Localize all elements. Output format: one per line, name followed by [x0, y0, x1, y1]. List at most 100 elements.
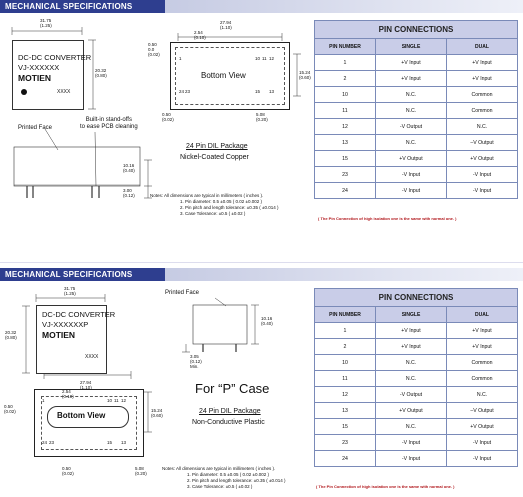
note-2: 2. Pin pitch and length tolerance: ±0.35… [180, 205, 279, 210]
dim-pin-len: 3.05 [190, 354, 199, 359]
dim-height-in: (0.80) [95, 73, 107, 78]
table-cell: Common [446, 370, 518, 387]
table-cell: N.C. [446, 386, 518, 403]
col-header: SINGLE [375, 306, 447, 323]
table-cell: -V Input [446, 450, 518, 467]
dim-pin-len-in: (0.12) [123, 193, 135, 198]
table-cell: -V Input [375, 182, 447, 199]
dim-pin-pitch-in: (0.60) [151, 413, 163, 418]
dim-pin-pitch-in: (0.60) [299, 75, 311, 80]
dim-height: 20.32 [95, 68, 107, 73]
dim-left-edge2: 0.0 [148, 47, 155, 52]
table-row: 1+V Input+V Input [314, 322, 518, 339]
table-cell: +V Output [446, 418, 518, 435]
divider [0, 262, 523, 263]
table-cell: +V Input [375, 54, 447, 71]
case-label: For “P” Case [195, 381, 270, 396]
package-title: 24 Pin DIL Package [199, 408, 261, 415]
note-2: 2. Pin pitch and length tolerance: ±0.35… [187, 478, 286, 483]
dim-right-edge-in: (0.20) [135, 471, 147, 476]
col-header: DUAL [446, 306, 518, 323]
dim-height-in: (0.80) [5, 335, 17, 340]
table-cell: +V Output [375, 150, 447, 167]
dim-pin-row: 27.94 [220, 20, 232, 25]
table-cell: +V Input [375, 338, 447, 355]
note-0: Notes: All dimensions are typical in mil… [150, 193, 264, 198]
table-cell: N.C. [375, 418, 447, 435]
pin-label-12: 12 [269, 56, 275, 61]
pin-label-23: 23 [185, 89, 191, 94]
dim-width: 31.75 [40, 18, 52, 23]
table-cell: -V Input [375, 434, 447, 451]
bottom-view-outline: Bottom View 1 10 11 12 24 23 15 13 [34, 389, 144, 457]
table-cell: 24 [314, 450, 376, 467]
table-cell: -V Output [375, 386, 447, 403]
module-line2: VJ-XXXXXXP [42, 320, 89, 329]
col-header: SINGLE [375, 38, 447, 55]
table-cell: 15 [314, 150, 376, 167]
note-1: 1. Pin diameter: 0.5 ±0.05 ( 0.02 ±0.002… [187, 472, 269, 477]
pin-label-24: 24 [42, 440, 48, 445]
table-cell: N.C. [375, 370, 447, 387]
pin-label-1: 1 [179, 56, 182, 61]
table-cell: -V Input [446, 182, 518, 199]
note-3: 3. Case Tolerance: ±0.5 ( ±0.02 ) [180, 211, 246, 216]
table-cell: 1 [314, 54, 376, 71]
printed-face-label: Printed Face [18, 125, 53, 131]
package-sub: Nickel-Coated Copper [180, 154, 249, 161]
dim-pin-len: 3.00 [123, 188, 132, 193]
col-header: PIN NUMBER [314, 306, 376, 323]
table-caption: PIN CONNECTIONS [314, 20, 518, 39]
table-caption: PIN CONNECTIONS [314, 288, 518, 307]
module-line2: VJ-XXXXXX [18, 63, 60, 72]
dim-side-h: 10.16 [261, 316, 273, 321]
dim-pin-row-in: (1.10) [220, 25, 232, 30]
table-row: 2+V Input+V Input [314, 70, 518, 87]
table-cell: -V Input [375, 450, 447, 467]
bottom-view-label: Bottom View [57, 411, 106, 420]
table-cell: -V Input [446, 434, 518, 451]
pin-label-15: 15 [255, 89, 261, 94]
dim-bot-edge-in: (0.02) [162, 117, 174, 122]
module-top-view: DC-DC CONVERTER VJ-XXXXXX MOTIEN XXXX [12, 40, 91, 110]
section-title: MECHANICAL SPECIFICATIONS [0, 268, 165, 281]
module-model: XXXX [57, 89, 71, 95]
module-model: XXXX [85, 354, 99, 360]
table-row: 13+V Output–V Output [314, 402, 518, 419]
table-cell: +V Output [375, 402, 447, 419]
dim-left-edge: 0.50 [148, 42, 157, 47]
module-top-view: DC-DC CONVERTER VJ-XXXXXXP MOTIEN XXXX [36, 305, 115, 374]
module-line1: DC-DC CONVERTER [18, 53, 92, 62]
dim-right-edge-in: (0.20) [256, 117, 268, 122]
table-cell: N.C. [446, 118, 518, 135]
table-cell: 23 [314, 434, 376, 451]
standoff-note: Built-in stand-offs to ease PCB cleaning [80, 117, 138, 130]
table-cell: N.C. [375, 102, 447, 119]
table-cell: 12 [314, 386, 376, 403]
table-cell: +V Input [375, 322, 447, 339]
pin-connections-table: PIN CONNECTIONS PIN NUMBER SINGLE DUAL 1… [314, 288, 518, 467]
module-line1: DC-DC CONVERTER [42, 310, 116, 319]
dim-side-h-in: (0.40) [123, 168, 135, 173]
footnote: ( The Pin Connection of high isolation o… [318, 216, 457, 221]
table-cell: 2 [314, 70, 376, 87]
table-cell: 24 [314, 182, 376, 199]
pin-label-11: 11 [262, 56, 267, 61]
table-cell: Common [446, 354, 518, 371]
dim-right-edge: 5.08 [135, 466, 144, 471]
pin-label-11: 11 [114, 398, 119, 403]
dim-width-in: (1.25) [64, 291, 76, 296]
table-cell: 13 [314, 402, 376, 419]
dim-height: 20.32 [5, 330, 17, 335]
pin-label-15: 15 [107, 440, 113, 445]
dim-pin-len-min: Min. [190, 364, 199, 369]
table-cell: +V Input [446, 338, 518, 355]
note-1: 1. Pin diameter: 0.5 ±0.05 ( 0.02 ±0.002… [180, 199, 262, 204]
col-header: PIN NUMBER [314, 38, 376, 55]
package-sub: Non-Conductive Plastic [192, 419, 265, 426]
table-cell: N.C. [375, 134, 447, 151]
pin-area [175, 47, 285, 105]
